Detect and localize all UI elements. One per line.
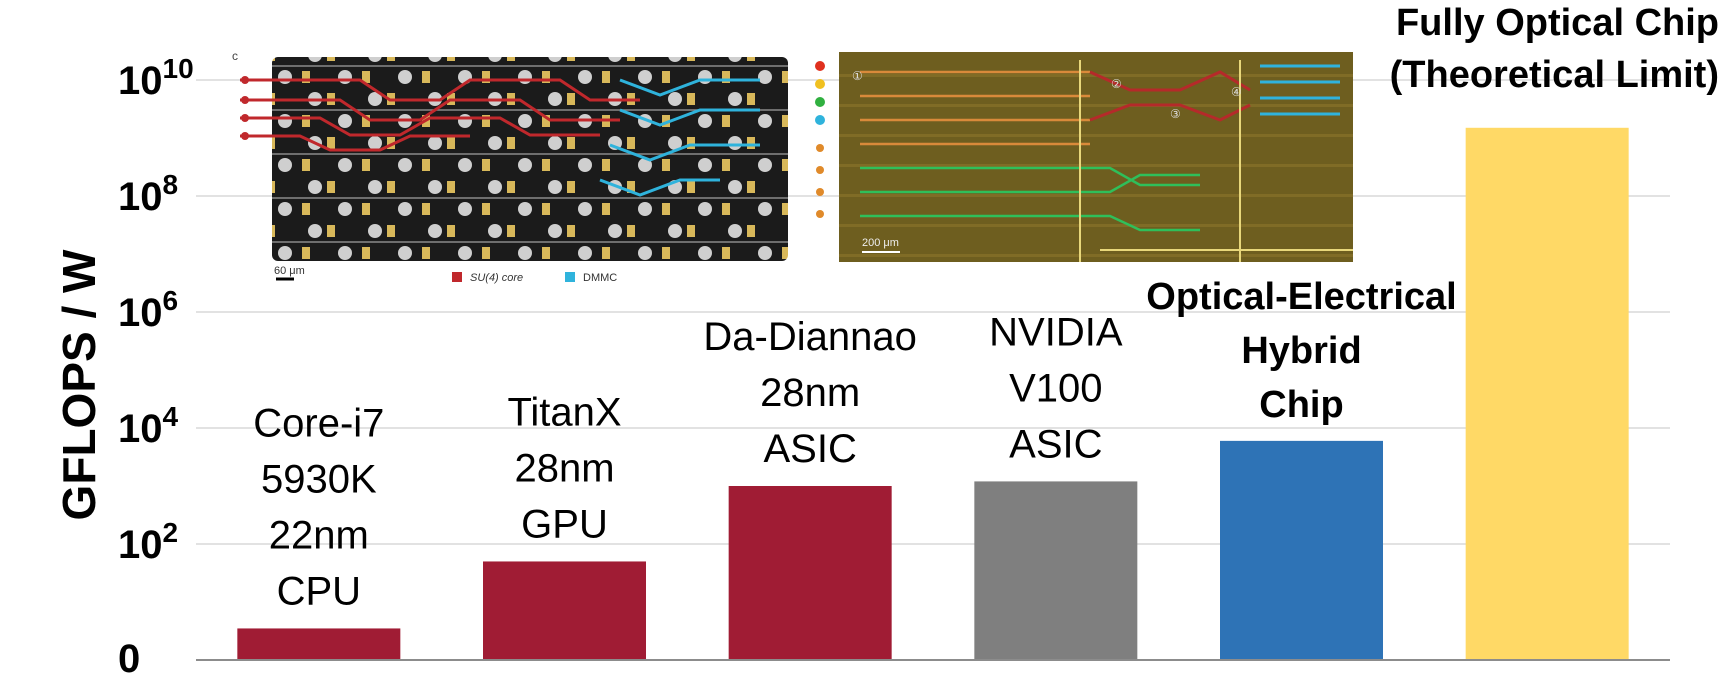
chip-image-left — [272, 57, 788, 261]
category-label-line: NVIDIA — [989, 310, 1123, 354]
bar — [483, 561, 646, 660]
bar — [1465, 127, 1629, 661]
category-label-line: 5930K — [261, 457, 377, 501]
y-tick-label: 106 — [118, 285, 178, 335]
bar — [1220, 440, 1383, 660]
chip-image-right — [839, 52, 1353, 262]
category-label-line: ASIC — [763, 427, 856, 471]
category-label-line: (Theoretical Limit) — [1390, 54, 1719, 96]
category-label-line: ASIC — [1009, 422, 1102, 466]
waveguide-dark-red — [1089, 70, 1251, 122]
bar — [974, 481, 1138, 660]
category-label-line: 22nm — [269, 513, 369, 557]
category-label-line: Optical-Electrical — [1146, 276, 1456, 318]
electrode-traces — [1079, 60, 1353, 262]
legend-label-su4: SU(4) core — [470, 272, 523, 284]
scale-label-left: 60 μm — [274, 265, 305, 277]
waveguide-cyan — [1260, 64, 1340, 116]
port-markers-right — [815, 61, 825, 218]
input-markers-left — [241, 76, 249, 140]
legend-swatch-su4 — [452, 272, 462, 282]
category-label-line: Fully Optical Chip — [1396, 2, 1719, 44]
chip-micrograph-right: ① ② ③ ④ 200 μm — [815, 52, 1353, 262]
category-label-line: Core-i7 — [253, 401, 384, 445]
y-tick-label: 108 — [118, 169, 178, 219]
scale-label-right: 200 μm — [862, 237, 899, 249]
y-tick-label: 1010 — [118, 53, 194, 103]
legend-label-dmmc: DMMC — [583, 272, 617, 284]
category-label-line: Chip — [1259, 384, 1343, 426]
legend-swatch-dmmc — [565, 272, 575, 282]
bar — [237, 628, 401, 660]
y-axis-title: GFLOPS / W — [53, 249, 105, 520]
chip-micrograph-left: c 60 μm SU(4) core DMM — [232, 49, 788, 284]
y-tick-label: 102 — [118, 517, 178, 567]
category-label-line: Da-Diannao — [703, 315, 916, 359]
y-tick-exponent: 6 — [163, 285, 179, 316]
bar — [728, 486, 892, 660]
marker-2: ② — [1111, 77, 1122, 91]
waveguide-red — [240, 78, 640, 152]
waveguide-orange — [860, 70, 1090, 146]
category-label-line: 28nm — [760, 371, 860, 415]
bars — [237, 127, 1629, 661]
category-label-line: 28nm — [514, 446, 614, 490]
marker-3: ③ — [1170, 107, 1181, 121]
panel-label-c: c — [232, 49, 238, 63]
waveguide-blue — [599, 78, 760, 197]
y-tick-exponent: 10 — [163, 53, 194, 84]
y-tick-label: 104 — [118, 401, 179, 451]
category-label-line: Hybrid — [1241, 330, 1361, 372]
category-label-line: CPU — [277, 569, 361, 613]
marker-4: ④ — [1231, 85, 1242, 99]
y-tick-exponent: 8 — [163, 169, 179, 200]
waveguide-green — [860, 166, 1200, 232]
category-label-line: TitanX — [507, 390, 621, 434]
y-tick-exponent: 2 — [163, 517, 179, 548]
y-tick-label: 0 — [118, 637, 140, 677]
category-label-line: V100 — [1009, 366, 1102, 410]
marker-1: ① — [852, 69, 863, 83]
category-label-line: GPU — [521, 502, 608, 546]
y-tick-exponent: 4 — [163, 401, 179, 432]
